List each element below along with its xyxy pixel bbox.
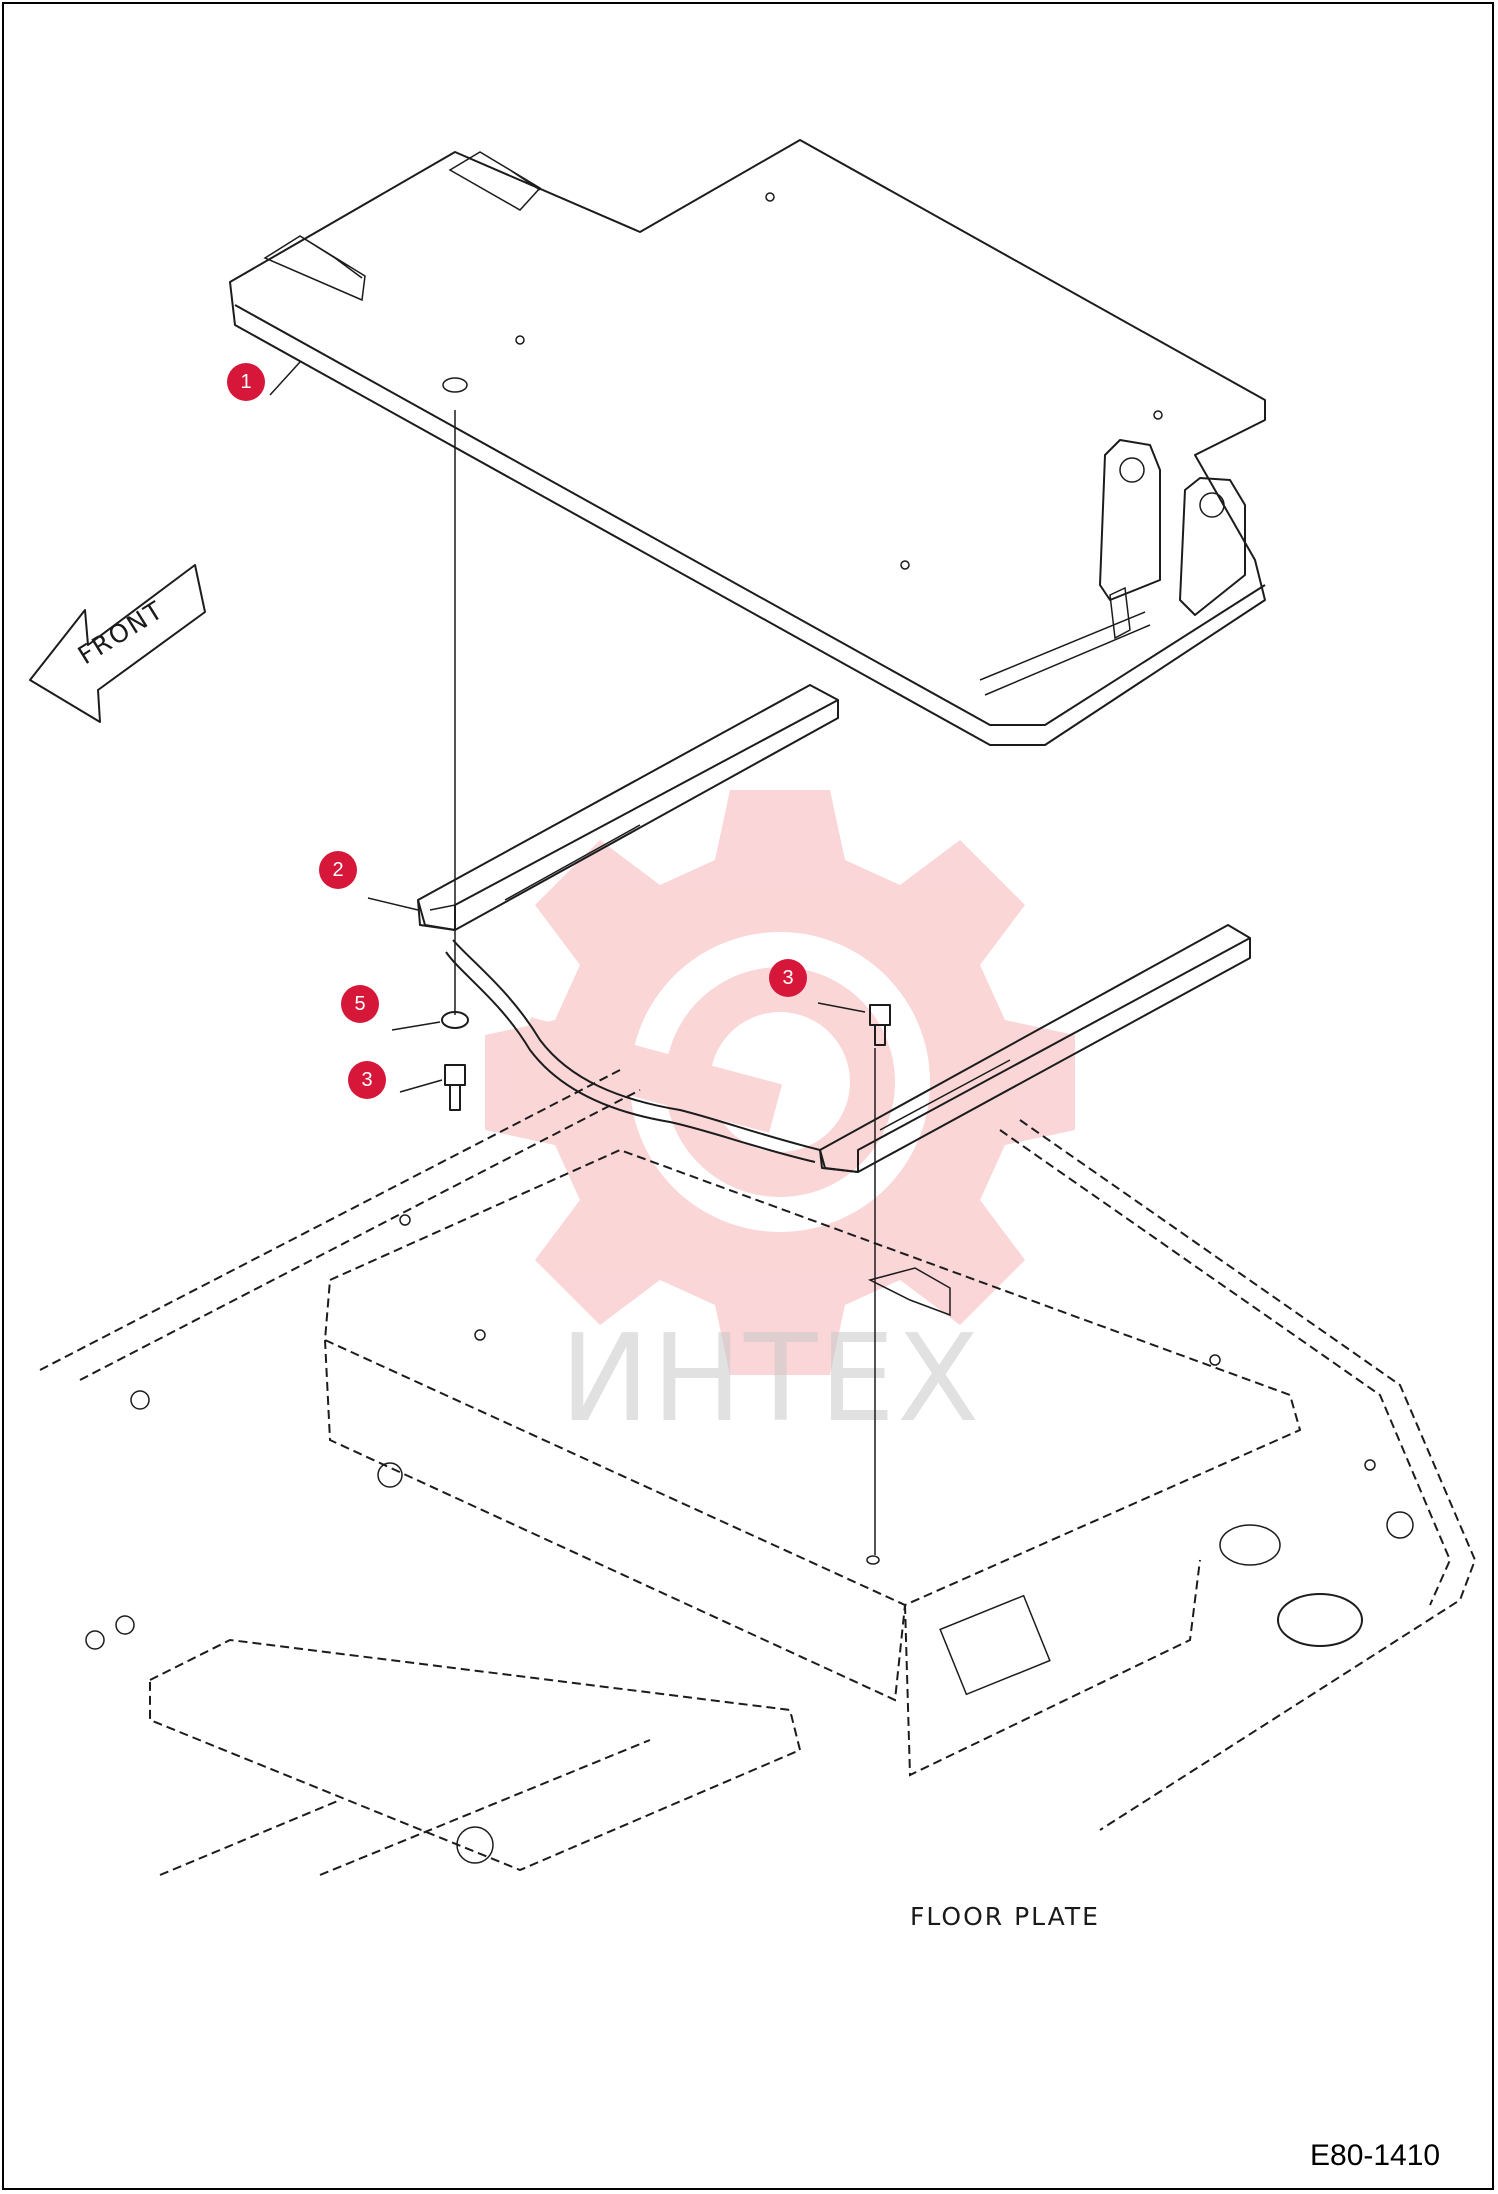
seat-base-plate [229,139,1266,746]
front-direction-arrow: FRONT [29,564,206,723]
floor-plate-label: FLOOR PLATE [910,1902,1100,1931]
svg-text:3: 3 [782,967,793,989]
leader-lines [269,361,866,1093]
seat-slide-rails [417,684,1251,1173]
watermark-gear-logo [485,790,1075,1375]
callout-2: 2 [319,851,357,889]
svg-text:5: 5 [354,993,365,1015]
drawing-code: E80-1410 [1310,2139,1440,2172]
svg-text:2: 2 [332,859,343,881]
callout-5: 5 [341,985,379,1023]
callout-3-upper: 3 [769,959,807,997]
callout-3-lower: 3 [348,1061,386,1099]
svg-text:1: 1 [240,371,251,393]
svg-text:3: 3 [361,1069,372,1091]
watermark-text: ИНТЕХ [560,1310,981,1449]
callout-1: 1 [227,363,265,401]
floor-plate [39,1069,1477,1876]
